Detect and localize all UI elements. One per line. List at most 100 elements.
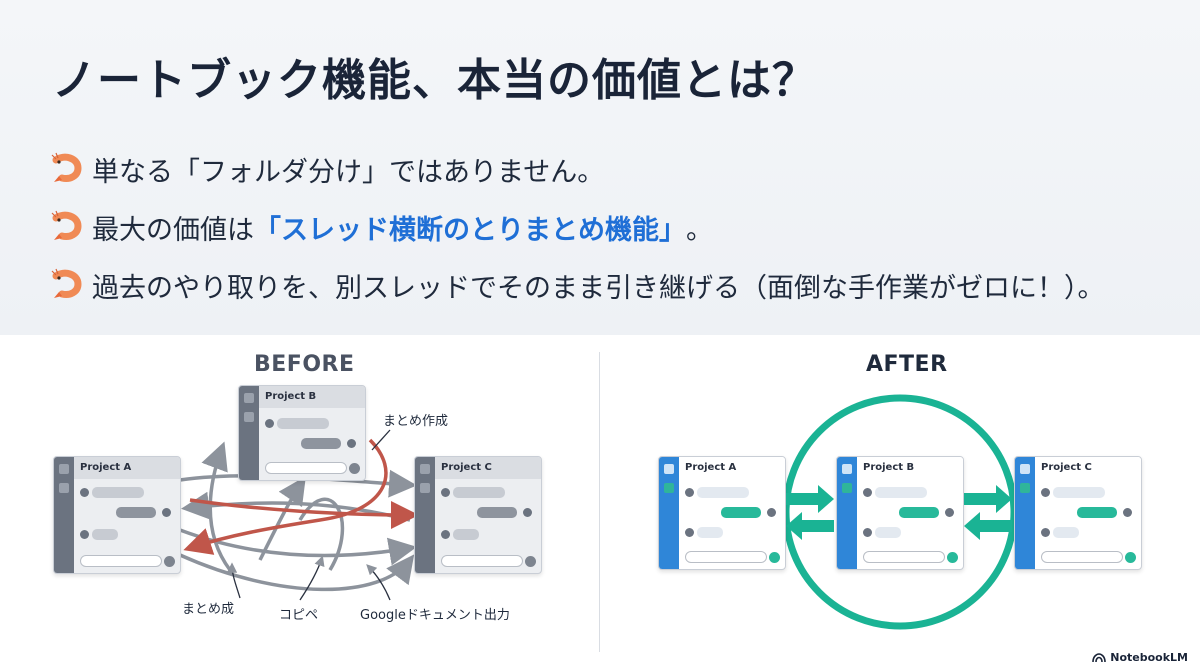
rail-icon — [842, 464, 852, 474]
rail-icon — [1020, 483, 1030, 493]
avatar — [863, 488, 872, 497]
gray-arrow — [179, 553, 415, 592]
message-bubble — [1077, 507, 1117, 518]
rail-icon — [842, 483, 852, 493]
rail-icon — [59, 464, 69, 474]
teal-arrow-right — [786, 485, 834, 513]
bullet-text-before: 最大の価値は — [92, 214, 254, 246]
teal-arrow-right — [964, 485, 1012, 513]
send-icon[interactable] — [1125, 552, 1136, 563]
send-icon[interactable] — [525, 556, 536, 567]
message-input[interactable] — [265, 462, 347, 474]
slide-title: ノートブック機能、本当の価値とは？ — [52, 55, 817, 106]
rail-icon — [420, 483, 430, 493]
message-bubble — [697, 527, 723, 538]
bullet-text: 過去のやり取りを、別スレッドでそのまま引き継げる（面倒な手作業がゼロに！）。 — [92, 272, 1105, 304]
send-icon[interactable] — [164, 556, 175, 567]
avatar — [162, 508, 171, 517]
message-bubble — [277, 418, 329, 429]
card-title: Project B — [259, 386, 365, 408]
red-arrow — [189, 498, 419, 529]
annotation-google-docs: Googleドキュメント出力 — [360, 608, 510, 623]
teal-arrow-left — [964, 512, 1012, 540]
avatar — [945, 508, 954, 517]
avatar — [347, 439, 356, 448]
before-card-project-b[interactable]: Project B — [238, 385, 366, 481]
bullet-item: 単なる「フォルダ分け」ではありません。 — [50, 140, 1105, 198]
leader-line — [299, 555, 325, 601]
before-card-project-a[interactable]: Project A — [53, 456, 181, 574]
leader-line — [371, 429, 391, 451]
after-card-project-a[interactable]: Project A — [658, 456, 786, 570]
leader-line — [226, 562, 241, 599]
shrimp-icon — [51, 152, 82, 182]
message-bubble — [875, 527, 901, 538]
message-input[interactable] — [1041, 551, 1123, 563]
send-icon[interactable] — [947, 552, 958, 563]
red-arrow — [183, 438, 388, 555]
avatar — [685, 528, 694, 537]
annotation-summary-done: まとめ成 — [182, 602, 235, 617]
send-icon[interactable] — [769, 552, 780, 563]
message-bubble — [301, 438, 341, 449]
rail-icon — [59, 483, 69, 493]
card-title: Project B — [857, 457, 963, 479]
rail-icon — [1020, 464, 1030, 474]
avatar — [1041, 488, 1050, 497]
slide-header-area — [0, 0, 1200, 335]
avatar — [1041, 528, 1050, 537]
avatar — [863, 528, 872, 537]
message-bubble — [1053, 527, 1079, 538]
card-title: Project C — [435, 457, 541, 479]
rail-icon — [244, 393, 254, 403]
brand-name: NotebookLM — [1110, 651, 1188, 664]
before-card-project-c[interactable]: Project C — [414, 456, 542, 574]
bullet-highlight: 「スレッド横断のとりまとめ機能」 — [254, 214, 686, 246]
after-label: AFTER — [866, 352, 948, 377]
bullet-item: 最大の価値は「スレッド横断のとりまとめ機能」。 — [50, 198, 1105, 256]
message-input[interactable] — [80, 555, 162, 567]
message-bubble — [453, 529, 479, 540]
message-bubble — [477, 507, 517, 518]
leader-line — [366, 564, 391, 601]
message-bubble — [453, 487, 505, 498]
message-bubble — [697, 487, 749, 498]
brand-mark: NotebookLM — [1092, 651, 1188, 664]
avatar — [523, 508, 532, 517]
after-card-project-c[interactable]: Project C — [1014, 456, 1142, 570]
message-bubble — [899, 507, 939, 518]
card-title: Project A — [679, 457, 785, 479]
message-bubble — [875, 487, 927, 498]
avatar — [265, 419, 274, 428]
avatar — [685, 488, 694, 497]
after-card-project-b[interactable]: Project B — [836, 456, 964, 570]
avatar — [441, 530, 450, 539]
teal-arrow-left — [786, 512, 834, 540]
avatar — [80, 530, 89, 539]
avatar — [80, 488, 89, 497]
message-input[interactable] — [441, 555, 523, 567]
message-bubble — [116, 507, 156, 518]
divider — [599, 352, 600, 652]
avatar — [1123, 508, 1132, 517]
card-title: Project C — [1035, 457, 1141, 479]
shrimp-icon — [51, 210, 82, 240]
before-label: BEFORE — [254, 352, 355, 377]
message-bubble — [92, 487, 144, 498]
message-bubble — [92, 529, 118, 540]
gray-arrow — [258, 476, 306, 561]
rail-icon — [664, 464, 674, 474]
avatar — [441, 488, 450, 497]
bullet-text-after: 。 — [686, 214, 713, 246]
message-input[interactable] — [685, 551, 767, 563]
gray-loop — [298, 497, 345, 571]
message-input[interactable] — [863, 551, 945, 563]
message-bubble — [1053, 487, 1105, 498]
avatar — [767, 508, 776, 517]
rail-icon — [664, 483, 674, 493]
rail-icon — [420, 464, 430, 474]
send-icon[interactable] — [349, 463, 360, 474]
message-bubble — [721, 507, 761, 518]
